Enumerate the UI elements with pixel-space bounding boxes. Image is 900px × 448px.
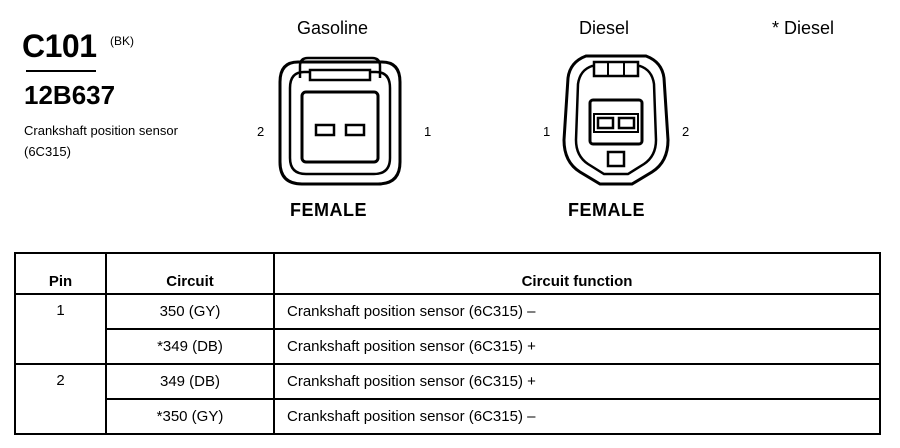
diesel-pin-right-number: 2 — [682, 124, 690, 139]
connector-description: Crankshaft position sensor (6C315) — [24, 123, 178, 159]
diesel-view-label: Diesel — [579, 18, 630, 38]
connector-id: C101 — [22, 28, 97, 64]
diesel-note: * Diesel — [772, 18, 835, 38]
table-row: *350 (GY) Crankshaft position sensor (6C… — [15, 398, 881, 435]
circuit-cell: *350 (GY) — [105, 398, 275, 435]
table-row: 2 349 (DB) Crankshaft position sensor (6… — [14, 363, 881, 435]
header-pin: Pin — [14, 252, 107, 295]
function-cell: Crankshaft position sensor (6C315) – — [273, 293, 881, 330]
gasoline-pin-left-number: 2 — [257, 124, 265, 139]
function-cell: Crankshaft position sensor (6C315) + — [273, 363, 881, 400]
circuit-cell: *349 (DB) — [105, 328, 275, 365]
gasoline-pin-right-number: 1 — [424, 124, 432, 139]
table-row: 1 350 (GY) Crankshaft position sensor (6… — [14, 293, 881, 365]
circuit-cell: 350 (GY) — [105, 293, 275, 330]
diesel-gender-label: FEMALE — [568, 200, 645, 220]
pin-cell: 1 — [14, 293, 107, 365]
pin-circuit-table: Pin Circuit Circuit function 1 350 (GY) … — [14, 252, 881, 435]
pin-cell: 2 — [14, 363, 107, 435]
table-header-row: Pin Circuit Circuit function — [14, 252, 881, 295]
part-number: 12B637 — [24, 80, 116, 110]
gasoline-view-label: Gasoline — [297, 18, 369, 38]
diesel-connector-face — [562, 54, 670, 186]
function-cell: Crankshaft position sensor (6C315) + — [273, 328, 881, 365]
circuit-cell: 349 (DB) — [105, 363, 275, 400]
header-circuit: Circuit — [105, 252, 275, 295]
title-underline — [26, 70, 96, 72]
gasoline-connector-face — [278, 56, 402, 186]
gasoline-gender-label: FEMALE — [290, 200, 367, 220]
table-row: *349 (DB) Crankshaft position sensor (6C… — [15, 328, 881, 365]
function-cell: Crankshaft position sensor (6C315) – — [273, 398, 881, 435]
diesel-pin-left-number: 1 — [543, 124, 551, 139]
connector-color-code: (BK) — [110, 34, 134, 48]
header-circuit-function: Circuit function — [273, 252, 881, 295]
